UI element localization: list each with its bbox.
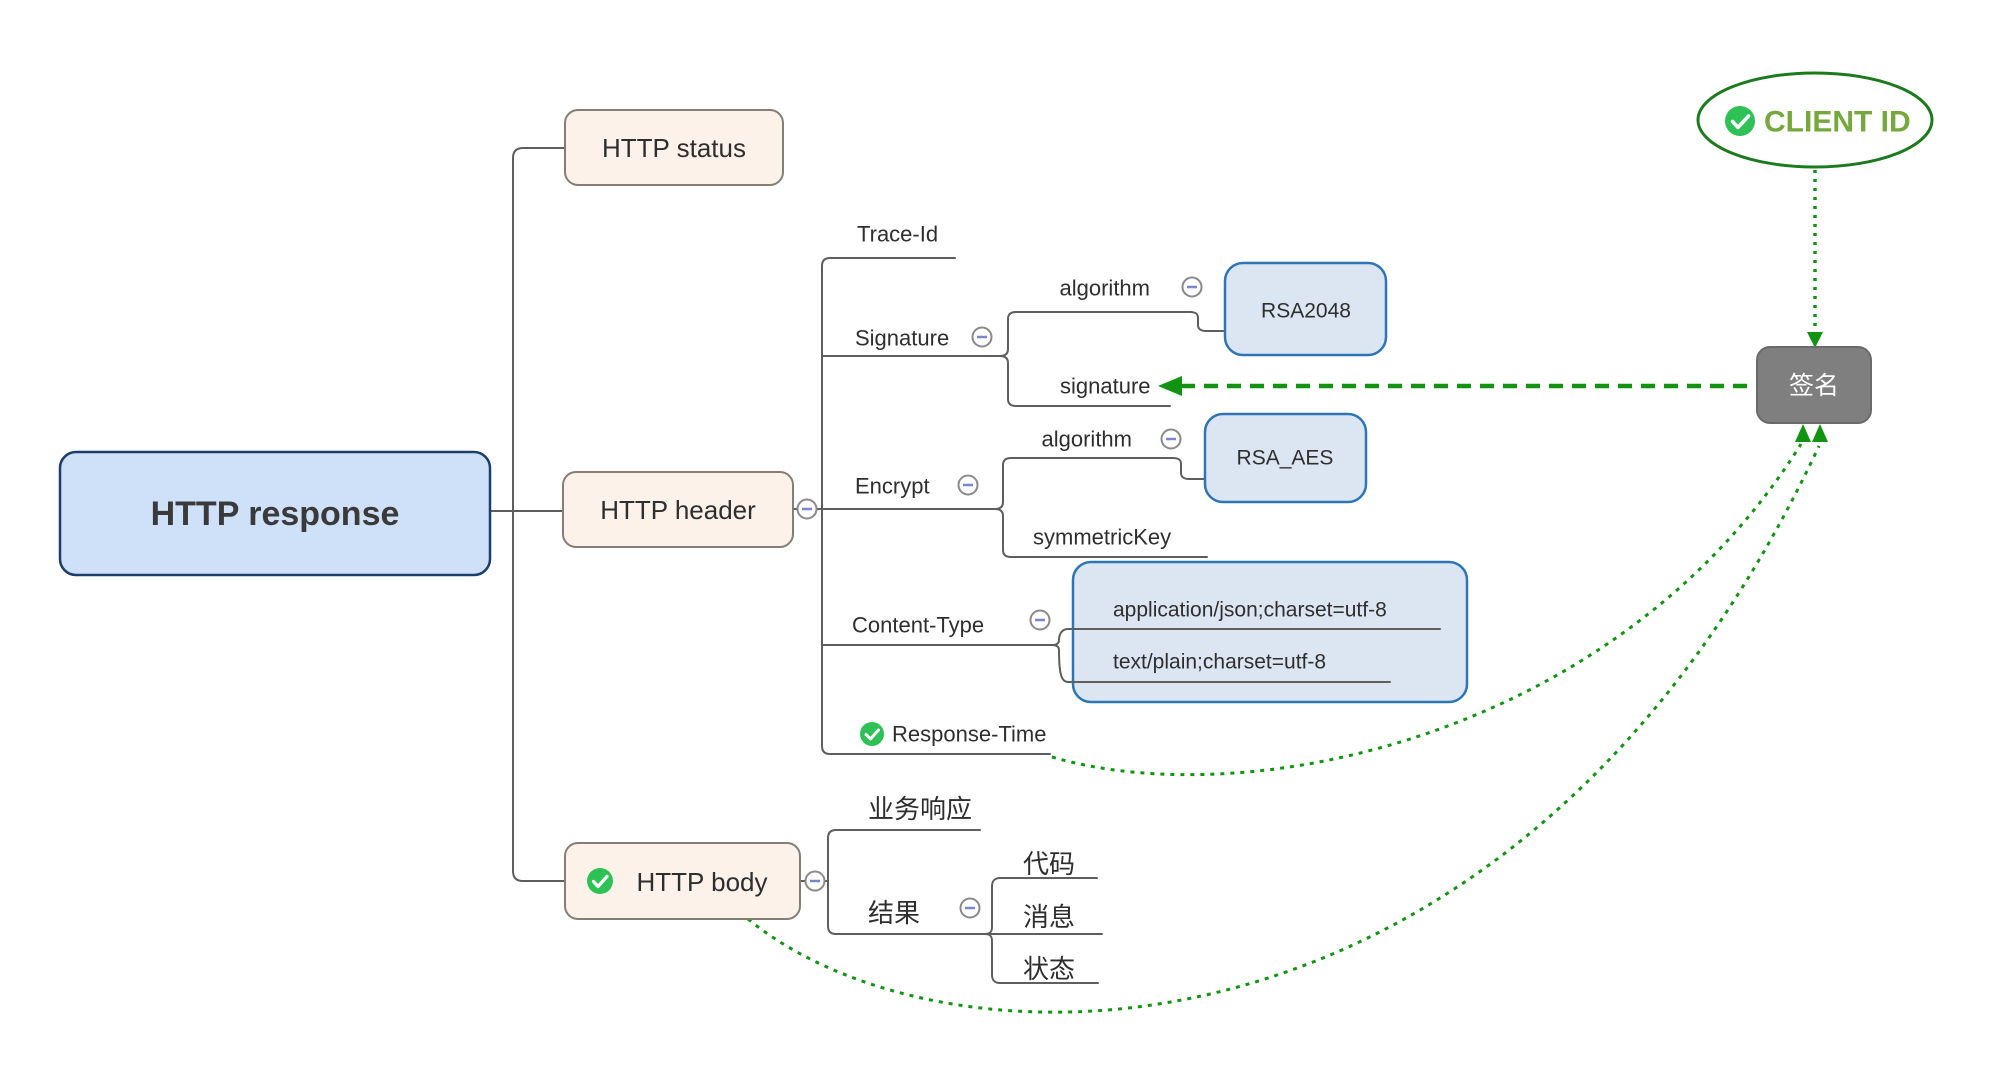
collapse-icon[interactable] [796, 498, 818, 520]
root-node-label[interactable]: HTTP response [151, 495, 400, 533]
response-time-label[interactable]: Response-Time [892, 722, 1046, 747]
content-type-label[interactable]: Content-Type [852, 613, 984, 638]
root-connector [489, 147, 566, 882]
http-body-node[interactable] [564, 842, 801, 920]
result-children-connector [984, 877, 1099, 984]
content-type-children-connector [1051, 628, 1441, 683]
sig-algorithm-label[interactable]: algorithm [1060, 276, 1150, 301]
sign-to-signature-arrowhead [1158, 376, 1182, 396]
sign-node[interactable] [1756, 346, 1872, 424]
http-status-label[interactable]: HTTP status [602, 133, 746, 163]
collapse-icon[interactable] [957, 474, 979, 496]
client-id-label[interactable]: CLIENT ID [1764, 106, 1911, 139]
sig-signature-label[interactable]: signature [1060, 374, 1151, 399]
trace-id-label[interactable]: Trace-Id [857, 222, 938, 247]
rsa2048-label[interactable]: RSA2048 [1261, 300, 1351, 323]
collapse-icon[interactable] [971, 326, 993, 348]
body-to-sign-curve [747, 445, 1821, 1014]
body-to-sign-arrowhead [1812, 424, 1828, 442]
biz-response-label[interactable]: 业务响应 [868, 794, 972, 824]
responsetime-to-sign-arrowhead [1795, 424, 1811, 442]
collapse-icon[interactable] [1181, 276, 1203, 298]
http-status-node[interactable] [564, 109, 784, 186]
clientid-to-sign-arrowhead [1807, 332, 1823, 348]
collapse-icon[interactable] [1160, 428, 1182, 450]
code-label[interactable]: 代码 [1023, 849, 1075, 879]
check-icon [860, 722, 884, 746]
collapse-icon[interactable] [959, 897, 981, 919]
client-id-node[interactable] [1696, 71, 1934, 169]
signature-children-connector [999, 311, 1373, 407]
content-type-values-node[interactable] [1071, 560, 1469, 704]
http-body-label[interactable]: HTTP body [636, 867, 767, 897]
signature-label[interactable]: Signature [855, 326, 949, 351]
status-label[interactable]: 状态 [1023, 954, 1075, 984]
root-node[interactable] [58, 450, 492, 577]
message-label[interactable]: 消息 [1023, 902, 1075, 932]
symmetrickey-label[interactable]: symmetricKey [1033, 525, 1171, 550]
rsa-aes-label[interactable]: RSA_AES [1237, 447, 1334, 470]
content-type-text-label[interactable]: text/plain;charset=utf-8 [1113, 651, 1326, 674]
check-icon [587, 868, 613, 894]
http-header-label[interactable]: HTTP header [600, 495, 756, 525]
sign-label[interactable]: 签名 [1789, 372, 1839, 400]
encrypt-children-connector [994, 457, 1353, 558]
rsa2048-node[interactable] [1223, 261, 1388, 357]
collapse-icon[interactable] [804, 870, 826, 892]
encrypt-label[interactable]: Encrypt [855, 474, 930, 499]
result-label[interactable]: 结果 [868, 898, 920, 928]
collapse-icon[interactable] [1029, 609, 1051, 631]
enc-algorithm-label[interactable]: algorithm [1042, 427, 1132, 452]
http-header-node[interactable] [562, 471, 794, 548]
check-icon [1725, 106, 1755, 136]
content-type-value-underlines [1072, 628, 1441, 683]
rsa-aes-node[interactable] [1203, 412, 1368, 504]
content-type-json-label[interactable]: application/json;charset=utf-8 [1113, 599, 1387, 622]
